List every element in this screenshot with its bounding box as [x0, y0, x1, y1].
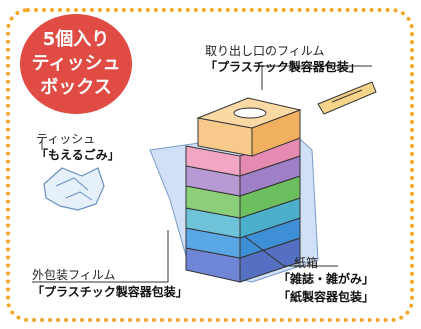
dotted-frame: [6, 8, 414, 322]
box-top-slot: [233, 107, 267, 119]
leader-wrap: [32, 230, 169, 283]
film-strip-icon: [317, 81, 377, 115]
wrap-category: 「プラスチック製容器包装」: [32, 285, 188, 299]
box-title: 紙箱: [294, 256, 319, 270]
film-category: 「プラスチック製容器包装」: [205, 60, 361, 74]
film-title: 取り出し口のフィルム: [205, 44, 325, 58]
box-category-2: 「紙製容器包装」: [278, 290, 375, 304]
tissue-title: ティッシュ: [36, 132, 96, 146]
tissue-category: 「もえるごみ」: [36, 148, 120, 162]
product-badge: 5個入り ティッシュ ボックス: [20, 14, 132, 114]
leader-film: [261, 65, 372, 90]
badge-line1: 5個入り: [42, 29, 110, 50]
wrap-title: 外包装フィルム: [32, 268, 116, 282]
leader-box: [243, 235, 338, 267]
badge-line3: ボックス: [40, 77, 112, 98]
box-category-1: 「雑誌・雑がみ」: [278, 272, 375, 286]
badge-line2: ティッシュ: [31, 53, 121, 74]
crumpled-tissue-icon: [43, 167, 105, 211]
